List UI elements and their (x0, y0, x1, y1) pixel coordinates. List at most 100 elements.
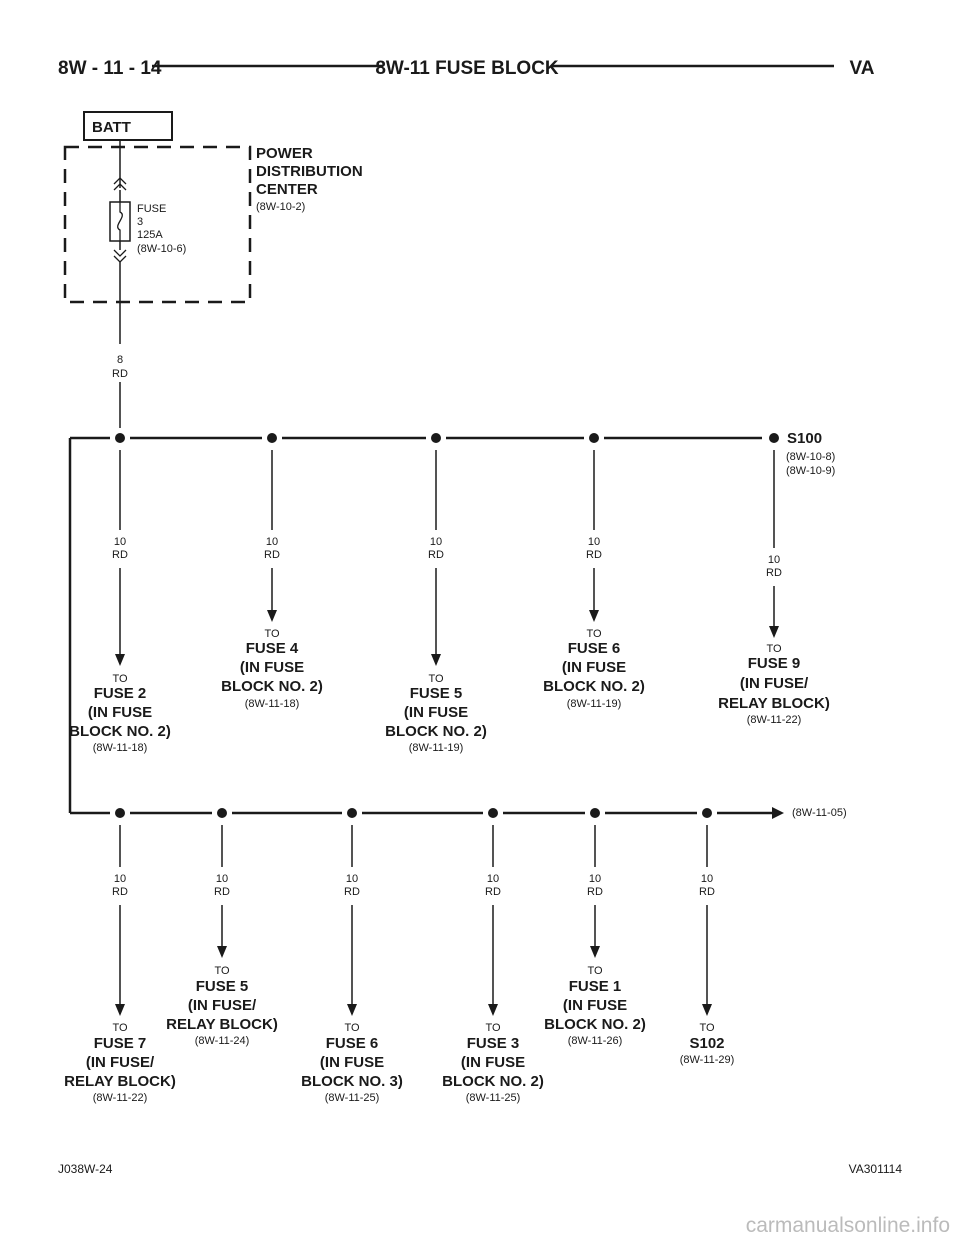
arrow-down-icon (590, 946, 600, 958)
page-header: 8W - 11 - 14 8W-11 FUSE BLOCK VA (58, 58, 875, 79)
destination-line-2: (IN FUSE/ (740, 675, 809, 692)
power-distribution-center: POWER DISTRIBUTION CENTER (8W-10-2) (63, 145, 363, 304)
fuse-label-line-1: FUSE (137, 203, 166, 215)
wire-gauge: 10 (701, 873, 713, 885)
to-label: TO (344, 1022, 360, 1034)
destination-line-2: (IN FUSE (563, 997, 627, 1014)
bottom-branch-fuse-7: 10 RD TO FUSE 7 (IN FUSE/ RELAY BLOCK) (… (64, 808, 176, 1104)
batt-label: BATT (92, 119, 131, 136)
splice-s100-label: S100 (8W-10-8) (8W-10-9) (786, 430, 835, 477)
wire-gauge: 10 (588, 536, 600, 548)
arrow-down-icon (769, 626, 779, 638)
page-number: 8W - 11 - 14 (58, 58, 162, 79)
wire-color: RD (112, 549, 128, 561)
splice-dot-icon (488, 808, 498, 818)
to-label: TO (428, 673, 444, 685)
wire-gauge: 10 (266, 536, 278, 548)
splice-dot-icon (115, 808, 125, 818)
destination-line-2: (IN FUSE (562, 659, 626, 676)
page-title: 8W-11 FUSE BLOCK (375, 58, 559, 79)
pdc-title-line-3: CENTER (256, 181, 318, 198)
to-label: TO (264, 628, 280, 640)
pdc-ref: (8W-10-2) (256, 201, 305, 213)
splice-s100-dot-icon (769, 433, 779, 443)
arrow-down-icon (115, 1004, 125, 1016)
arrow-down-icon (431, 654, 441, 666)
destination-line-1: FUSE 6 (326, 1035, 379, 1052)
model-code: VA (850, 58, 875, 79)
figure-id: VA301114 (849, 1162, 903, 1176)
destination-line-2: (IN FUSE/ (188, 997, 257, 1014)
destination-line-3: BLOCK NO. 2) (442, 1073, 544, 1090)
destination-line-2: (IN FUSE/ (86, 1054, 155, 1071)
bus-lines (68, 436, 784, 819)
destination-line-1: FUSE 1 (569, 978, 622, 995)
page-footer: J038W-24 VA301114 (58, 1162, 902, 1176)
to-label: TO (586, 628, 602, 640)
fuse-label-line-2: 3 (137, 216, 143, 228)
splice-dot-icon (589, 433, 599, 443)
wire-color: RD (699, 886, 715, 898)
bottom-branch-fuse-6: 10 RD TO FUSE 6 (IN FUSE BLOCK NO. 3) (8… (301, 808, 403, 1104)
wire-gauge: 10 (114, 536, 126, 548)
destination-ref: (8W-11-18) (93, 742, 148, 754)
top-branch-fuse-2: 10 RD TO FUSE 2 (IN FUSE BLOCK NO. 2) (8… (69, 433, 171, 754)
wire-color: RD (214, 886, 230, 898)
feed-wire-label: 8 RD (112, 354, 128, 380)
splice-dot-icon (347, 808, 357, 818)
arrow-down-icon (589, 610, 599, 622)
batt-box: BATT (83, 111, 173, 141)
arrow-down-icon (347, 1004, 357, 1016)
destination-line-3: BLOCK NO. 2) (544, 1016, 646, 1033)
splice-ref-2: (8W-10-9) (786, 465, 835, 477)
top-branch-fuse-4: 10 RD TO FUSE 4 (IN FUSE BLOCK NO. 2) (8… (221, 433, 323, 710)
to-label: TO (214, 965, 230, 977)
destination-line-3: BLOCK NO. 2) (69, 723, 171, 740)
splice-dot-icon (590, 808, 600, 818)
splice-dot-icon (217, 808, 227, 818)
destination-line-3: RELAY BLOCK) (718, 695, 830, 712)
splice-dot-icon (702, 808, 712, 818)
splice-name: S100 (787, 430, 822, 447)
destination-ref: (8W-11-24) (195, 1035, 250, 1047)
battery-feed-wire (109, 140, 131, 428)
fuse-3-labels: FUSE 3 125A (8W-10-6) (137, 203, 186, 255)
destination-line-1: FUSE 4 (246, 640, 299, 657)
destination-line-2: (IN FUSE (320, 1054, 384, 1071)
destination-ref: (8W-11-22) (93, 1092, 148, 1104)
destination-ref: (8W-11-29) (680, 1054, 735, 1066)
destination-line-3: BLOCK NO. 2) (385, 723, 487, 740)
watermark-text[interactable]: carmanualsonline.info (746, 1214, 950, 1237)
arrow-down-icon (702, 1004, 712, 1016)
splice-dot-icon (267, 433, 277, 443)
splice-dot-icon (431, 433, 441, 443)
lower-bus-ref: (8W-11-05) (792, 807, 847, 819)
top-branch-fuse-5: 10 RD TO FUSE 5 (IN FUSE BLOCK NO. 2) (8… (385, 433, 487, 754)
destination-line-3: BLOCK NO. 2) (543, 678, 645, 695)
arrow-down-icon (217, 946, 227, 958)
destination-line-1: FUSE 5 (196, 978, 249, 995)
pdc-title-line-1: POWER (256, 145, 313, 162)
destination-ref: (8W-11-25) (325, 1092, 380, 1104)
to-label: TO (112, 1022, 128, 1034)
bottom-branch-fuse-1: 10 RD TO FUSE 1 (IN FUSE BLOCK NO. 2) (8… (544, 808, 646, 1047)
wire-gauge: 10 (114, 873, 126, 885)
destination-line-2: (IN FUSE (404, 704, 468, 721)
wire-gauge: 10 (487, 873, 499, 885)
destination-ref: (8W-11-26) (568, 1035, 623, 1047)
destination-line-1: FUSE 7 (94, 1035, 147, 1052)
wire-color: RD (766, 567, 782, 579)
destination-line-2: (IN FUSE (88, 704, 152, 721)
destination-ref: (8W-11-19) (567, 698, 622, 710)
drawing-code: J038W-24 (58, 1162, 113, 1176)
destination-line-1: S102 (689, 1035, 724, 1052)
wire-gauge: 10 (430, 536, 442, 548)
wire-color: RD (485, 886, 501, 898)
feed-wire-color: RD (112, 368, 128, 380)
wire-color: RD (344, 886, 360, 898)
splice-dot-icon (115, 433, 125, 443)
destination-line-1: FUSE 3 (467, 1035, 520, 1052)
arrow-down-icon (115, 654, 125, 666)
wire-color: RD (112, 886, 128, 898)
